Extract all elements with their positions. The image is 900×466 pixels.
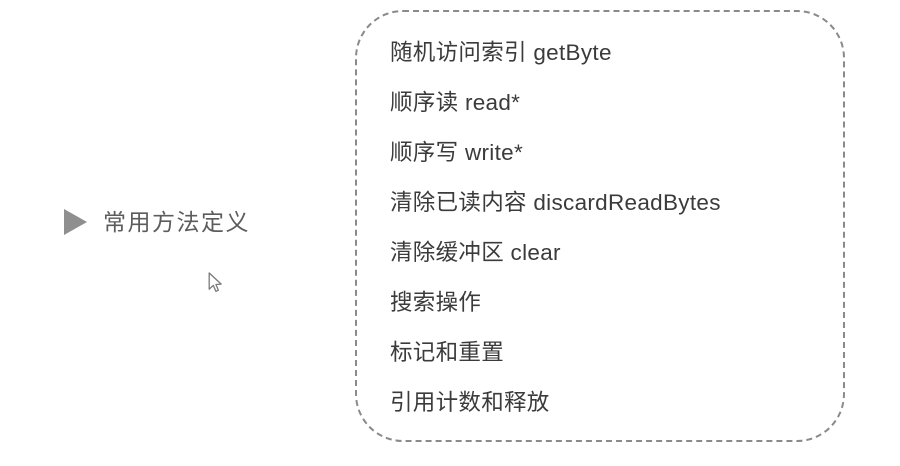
- list-item[interactable]: 顺序写 write*: [390, 140, 524, 165]
- branch-node-label: 常用方法定义: [103, 209, 250, 235]
- list-item[interactable]: 清除已读内容 discardReadBytes: [390, 190, 721, 215]
- list-item[interactable]: 引用计数和释放: [390, 390, 550, 415]
- branch-node-common-methods[interactable]: 常用方法定义: [64, 208, 250, 237]
- list-item[interactable]: 随机访问索引 getByte: [390, 40, 612, 65]
- list-item[interactable]: 顺序读 read*: [390, 90, 521, 115]
- list-item[interactable]: 搜索操作: [390, 290, 482, 315]
- list-item[interactable]: 清除缓冲区 clear: [390, 240, 561, 265]
- triangle-right-icon[interactable]: [64, 209, 87, 236]
- mouse-pointer-icon: [208, 272, 222, 293]
- list-item[interactable]: 标记和重置: [390, 340, 505, 365]
- methods-group-panel: [355, 10, 845, 442]
- methods-list: 随机访问索引 getByte 顺序读 read* 顺序写 write* 清除已读…: [390, 28, 830, 428]
